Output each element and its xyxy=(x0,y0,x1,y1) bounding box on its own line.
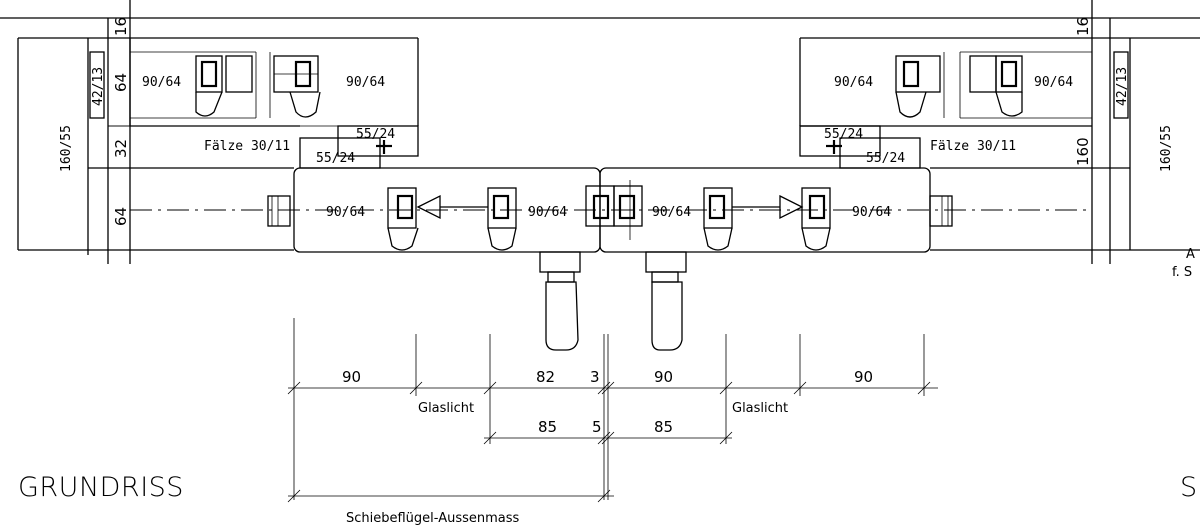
view-title: GRUNDRISS xyxy=(18,472,184,503)
dim-left-16: 16 xyxy=(112,17,130,36)
note-outer-size: Schiebeflügel-Aussenmass xyxy=(346,511,520,526)
label-strip-right: 42/13 xyxy=(1115,67,1130,106)
right-sliding-sash xyxy=(599,167,953,253)
label-upper-left-sash: 90/64 xyxy=(142,75,181,90)
edge-fragment-f: f. S xyxy=(1172,265,1192,280)
label-rebate-note-left: Fälze 30/11 xyxy=(204,139,290,154)
dim-85-a: 85 xyxy=(538,418,557,436)
dim-left-64-bottom: 64 xyxy=(112,207,130,226)
note-glaslicht-left: Glaslicht xyxy=(418,401,474,416)
upper-left-frame xyxy=(130,51,321,119)
label-upper-left-frame: 90/64 xyxy=(346,75,385,90)
label-lower-center-right: 90/64 xyxy=(652,205,691,220)
vertical-dimension-left xyxy=(108,125,170,169)
dim-left-32: 32 xyxy=(112,139,130,158)
dim-90-c: 90 xyxy=(854,368,873,386)
dim-90-b: 90 xyxy=(654,368,673,386)
label-upper-right-sash: 90/64 xyxy=(1034,75,1073,90)
label-lower-right-outer: 90/64 xyxy=(852,205,891,220)
dimension-chain-lower xyxy=(287,489,614,503)
label-rebate-left-top: 55/24 xyxy=(356,127,395,142)
label-rebate-right-top: 55/24 xyxy=(824,127,863,142)
dim-right-16: 16 xyxy=(1074,17,1092,36)
right-jamb xyxy=(799,0,1200,264)
label-rebate-left-bottom: 55/24 xyxy=(316,151,355,166)
label-lower-left-outer: 90/64 xyxy=(326,205,365,220)
left-handle xyxy=(539,251,581,351)
dim-3: 3 xyxy=(590,368,600,386)
dim-90-a: 90 xyxy=(342,368,361,386)
dim-left-64-top: 64 xyxy=(112,73,130,92)
dimension-chain-middle xyxy=(483,431,733,445)
edge-fragment-a: A xyxy=(1186,247,1195,262)
dim-85-b: 85 xyxy=(654,418,673,436)
label-strip-left: 42/13 xyxy=(91,67,106,106)
dim-right-160: 160 xyxy=(1074,137,1092,166)
view-title-right-partial: S( xyxy=(1180,472,1200,503)
label-jamb-left: 160/55 xyxy=(59,125,74,172)
label-lower-center-left: 90/64 xyxy=(528,205,567,220)
dimension-chain-upper xyxy=(287,318,938,500)
label-rebate-right-bottom: 55/24 xyxy=(866,151,905,166)
label-jamb-right: 160/55 xyxy=(1159,125,1174,172)
dim-5: 5 xyxy=(592,418,602,436)
label-rebate-note-right: Fälze 30/11 xyxy=(930,139,1016,154)
right-rebate-profiles xyxy=(799,125,921,169)
note-glaslicht-right: Glaslicht xyxy=(732,401,788,416)
label-upper-right-frame: 90/64 xyxy=(834,75,873,90)
upper-right-frame xyxy=(895,51,1092,119)
right-handle xyxy=(645,251,687,351)
dim-82: 82 xyxy=(536,368,555,386)
